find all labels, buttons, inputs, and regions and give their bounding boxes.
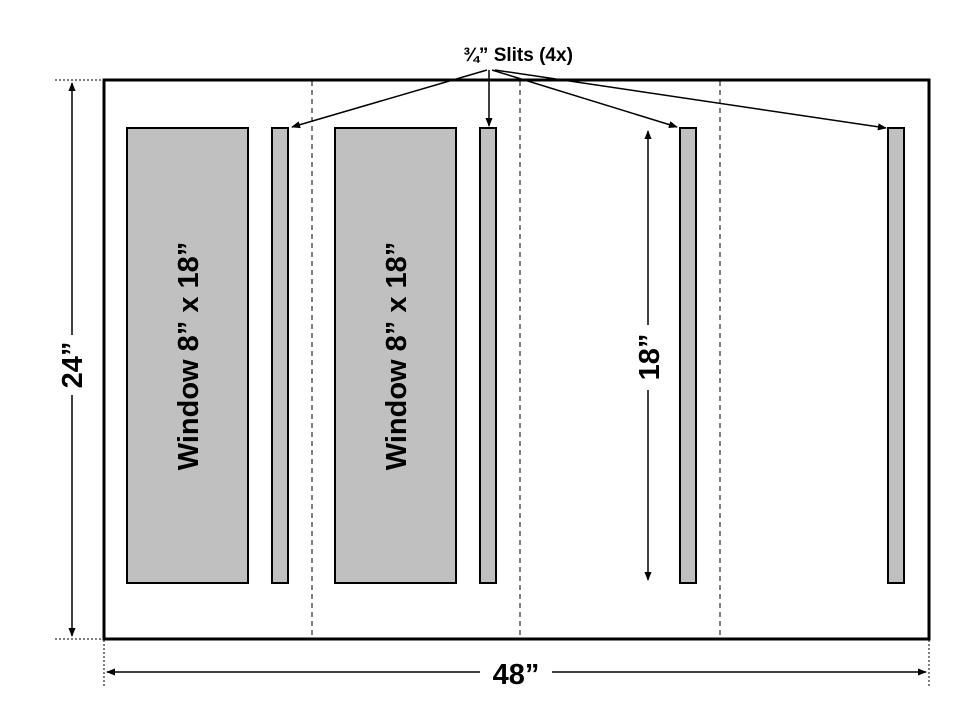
slit-4 bbox=[887, 127, 905, 584]
slit-1 bbox=[271, 127, 289, 584]
window-label-2: Window 8” x 18” bbox=[381, 242, 413, 471]
slits-callout-label: ¾” Slits (4x) bbox=[463, 45, 573, 66]
callout-arrow-1 bbox=[291, 69, 488, 129]
callout-arrow-3 bbox=[491, 69, 678, 129]
window-cutout-1 bbox=[126, 127, 249, 584]
slit-3 bbox=[679, 127, 697, 584]
window-cutout-2 bbox=[334, 127, 457, 584]
callout-arrow-4 bbox=[494, 69, 887, 131]
width-dimension-label: 48” bbox=[493, 659, 540, 691]
window-label-1: Window 8” x 18” bbox=[173, 242, 205, 471]
slit-height-label: 18” bbox=[634, 334, 666, 381]
height-dimension-label: 24” bbox=[57, 342, 89, 389]
slit-2 bbox=[479, 127, 497, 584]
